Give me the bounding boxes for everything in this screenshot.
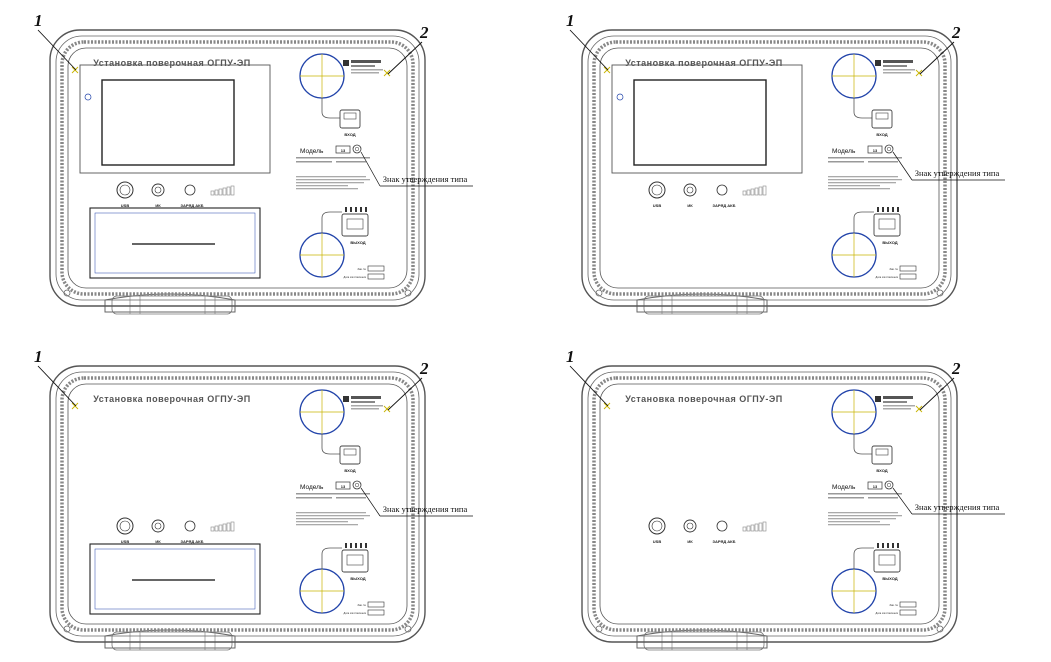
callout-1-leader bbox=[569, 365, 609, 407]
callout-2: 2 bbox=[951, 23, 961, 42]
serial-label: Зав. № bbox=[889, 267, 898, 271]
usb-port-label: USB bbox=[653, 203, 662, 208]
panel-variant-bottom-left bbox=[48, 364, 427, 652]
printer-slot bbox=[89, 543, 261, 615]
date-label: Дата изготовления bbox=[875, 275, 898, 279]
usb-port-label: USB bbox=[121, 539, 130, 544]
callout-1: 1 bbox=[566, 11, 575, 30]
serial-label: Зав. № bbox=[889, 603, 898, 607]
model-value: 13 bbox=[873, 148, 878, 153]
charge-port-label: ЗАРЯД АКБ bbox=[180, 203, 203, 208]
model-value: 13 bbox=[873, 484, 878, 489]
callout-1: 1 bbox=[34, 11, 43, 30]
outlet-label: ВЫХОД bbox=[882, 240, 897, 245]
callout-2-leader bbox=[387, 41, 423, 75]
callout-1-leader bbox=[37, 365, 77, 407]
panel-variant-bottom-right bbox=[580, 364, 959, 652]
type-approval-mark-label: Знак утверждения типа bbox=[383, 504, 468, 514]
callout-1: 1 bbox=[34, 347, 43, 366]
annotation-leader bbox=[892, 487, 913, 515]
date-label: Дата изготовления bbox=[343, 275, 366, 279]
charge-port-label: ЗАРЯД АКБ bbox=[712, 539, 735, 544]
outlet-label: ВЫХОД bbox=[350, 576, 365, 581]
text-layer: Установка поверочная ОГПУ-ЭП USB ИК ЗАРЯД А… bbox=[34, 11, 1005, 615]
model-label: Модель bbox=[300, 484, 324, 491]
outlet-label: ВЫХОД bbox=[350, 240, 365, 245]
usb-port-label: USB bbox=[121, 203, 130, 208]
ik-port-label: ИК bbox=[155, 203, 161, 208]
model-label: Модель bbox=[300, 148, 324, 155]
panel-title: Установка поверочная ОГПУ-ЭП bbox=[625, 58, 783, 68]
inlet-label: ВХОД bbox=[344, 468, 355, 473]
model-label: Модель bbox=[832, 148, 856, 155]
type-approval-mark-label: Знак утверждения типа bbox=[915, 168, 1000, 178]
callout-2-leader bbox=[919, 377, 955, 411]
date-label: Дата изготовления bbox=[875, 611, 898, 615]
annotation-leader bbox=[360, 151, 381, 187]
model-label: Модель bbox=[832, 484, 856, 491]
serial-label: Зав. № bbox=[357, 267, 366, 271]
callout-2: 2 bbox=[951, 359, 961, 378]
charge-port-label: ЗАРЯД АКБ bbox=[180, 539, 203, 544]
ik-port-label: ИК bbox=[155, 539, 161, 544]
outlet-label: ВЫХОД bbox=[882, 576, 897, 581]
model-value: 13 bbox=[341, 148, 346, 153]
callout-2: 2 bbox=[419, 359, 429, 378]
inlet-label: ВХОД bbox=[876, 468, 887, 473]
inlet-label: ВХОД bbox=[344, 132, 355, 137]
panel-title: Установка поверочная ОГПУ-ЭП bbox=[93, 394, 251, 404]
panel-title: Установка поверочная ОГПУ-ЭП bbox=[93, 58, 251, 68]
callout-2-leader bbox=[387, 377, 423, 411]
callout-1-leader bbox=[37, 29, 77, 71]
ik-port-label: ИК bbox=[687, 203, 693, 208]
callout-1: 1 bbox=[566, 347, 575, 366]
type-approval-mark-label: Знак утверждения типа bbox=[915, 502, 1000, 512]
callout-2: 2 bbox=[419, 23, 429, 42]
printer-slot bbox=[89, 207, 261, 279]
inlet-label: ВХОД bbox=[876, 132, 887, 137]
type-approval-mark-label: Знак утверждения типа bbox=[383, 174, 468, 184]
callout-2-leader bbox=[919, 41, 955, 75]
panel-variant-top-right bbox=[580, 28, 959, 316]
panel-title: Установка поверочная ОГПУ-ЭП bbox=[625, 394, 783, 404]
model-value: 13 bbox=[341, 484, 346, 489]
annotation-leader bbox=[892, 151, 913, 181]
display-screen bbox=[79, 64, 271, 174]
usb-port-label: USB bbox=[653, 539, 662, 544]
ik-port-label: ИК bbox=[687, 539, 693, 544]
panel-variant-top-left bbox=[48, 28, 427, 316]
charge-port-label: ЗАРЯД АКБ bbox=[712, 203, 735, 208]
display-screen bbox=[611, 64, 803, 174]
callout-1-leader bbox=[569, 29, 609, 71]
serial-label: Зав. № bbox=[357, 603, 366, 607]
date-label: Дата изготовления bbox=[343, 611, 366, 615]
annotation-leader bbox=[360, 487, 381, 517]
